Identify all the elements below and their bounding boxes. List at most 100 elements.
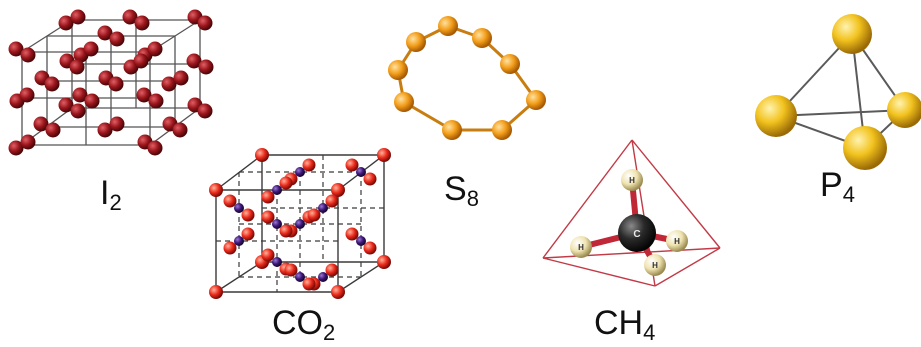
iodine-atom bbox=[83, 41, 99, 57]
sulfur-atom bbox=[406, 32, 426, 52]
carbon-dioxide-crystal-lattice bbox=[209, 148, 391, 299]
iodine-atom bbox=[136, 87, 152, 103]
iodine-atom bbox=[58, 15, 74, 31]
oxygen-atom bbox=[209, 183, 223, 197]
iodine-atom bbox=[44, 76, 60, 92]
carbon-label: C bbox=[633, 229, 640, 240]
iodine-atom bbox=[161, 76, 177, 92]
sulfur-atom bbox=[500, 54, 520, 74]
hydrogen-atom bbox=[666, 230, 688, 252]
oxygen-atom bbox=[377, 255, 391, 269]
methane-tetrahedron: H H C H H bbox=[542, 139, 721, 287]
iodine-atom bbox=[8, 41, 24, 57]
iodine-atom bbox=[198, 59, 214, 75]
oxygen-atom bbox=[363, 241, 377, 255]
sulfur-atom bbox=[394, 92, 414, 112]
iodine-atom bbox=[109, 31, 125, 47]
carbon-atom bbox=[295, 219, 305, 229]
oxygen-atom bbox=[223, 194, 237, 208]
oxygen-atom bbox=[241, 227, 255, 241]
oxygen-atom bbox=[255, 148, 269, 162]
sulfur-formula: S8 bbox=[444, 170, 479, 211]
carbon-atom bbox=[234, 203, 244, 213]
oxygen-atom bbox=[325, 194, 339, 208]
iodine-atom bbox=[45, 122, 61, 138]
carbon-atom bbox=[356, 167, 366, 177]
oxygen-atom bbox=[331, 285, 345, 299]
iodine-atom bbox=[173, 70, 189, 86]
oxygen-atom bbox=[331, 183, 345, 197]
iodine-atom bbox=[147, 41, 163, 57]
oxygen-atom bbox=[377, 148, 391, 162]
hydrogen-label: H bbox=[578, 243, 584, 252]
oxygen-atom bbox=[241, 208, 255, 222]
iodine-atom bbox=[70, 103, 86, 119]
sulfur-atom bbox=[472, 28, 492, 48]
phosphorus-formula: P4 bbox=[820, 166, 855, 207]
oxygen-atom bbox=[209, 285, 223, 299]
carbon-atom bbox=[295, 167, 305, 177]
sulfur-s8-ring bbox=[388, 16, 546, 140]
oxygen-atom bbox=[325, 263, 339, 277]
oxygen-atom bbox=[284, 263, 298, 277]
oxygen-atom bbox=[307, 208, 321, 222]
oxygen-atom bbox=[345, 227, 359, 241]
hydrogen-label: H bbox=[674, 237, 680, 246]
carbon-atom bbox=[618, 214, 656, 252]
oxygen-atom bbox=[261, 190, 275, 204]
iodine-atom bbox=[20, 47, 36, 63]
iodine-atom bbox=[8, 140, 24, 156]
iodine-crystal-lattice bbox=[8, 9, 214, 156]
carbon-atom bbox=[318, 203, 328, 213]
iodine-atom bbox=[69, 59, 85, 75]
iodine-atom bbox=[172, 122, 188, 138]
carbon-atom bbox=[295, 272, 305, 282]
oxygen-atom bbox=[279, 176, 293, 190]
iodine-atom bbox=[70, 9, 86, 25]
oxygen-atom bbox=[363, 172, 377, 186]
phosphorus-atom bbox=[755, 95, 797, 137]
hydrogen-atom bbox=[621, 169, 643, 191]
iodine-atom bbox=[108, 76, 124, 92]
sulfur-atom bbox=[492, 120, 512, 140]
carbon-atom bbox=[356, 236, 366, 246]
iodine-formula: I2 bbox=[100, 174, 122, 215]
methane-formula: CH4 bbox=[594, 304, 656, 345]
oxygen-atom bbox=[302, 277, 316, 291]
iodine-atom bbox=[186, 53, 202, 69]
oxygen-atom bbox=[279, 224, 293, 238]
iodine-atom bbox=[109, 116, 125, 132]
sulfur-atom bbox=[388, 60, 408, 80]
iodine-atom bbox=[97, 122, 113, 138]
iodine-atom bbox=[33, 116, 49, 132]
phosphorus-p4-tetrahedron bbox=[755, 14, 921, 170]
sulfur-atom bbox=[442, 120, 462, 140]
carbon-dioxide-formula: CO2 bbox=[272, 304, 336, 345]
oxygen-atom bbox=[261, 248, 275, 262]
iodine-atom bbox=[197, 103, 213, 119]
carbon-atom bbox=[234, 236, 244, 246]
iodine-atom bbox=[133, 53, 149, 69]
iodine-atom bbox=[20, 134, 36, 150]
hydrogen-label: H bbox=[652, 261, 658, 270]
carbon-atom bbox=[272, 257, 282, 267]
iodine-atom bbox=[84, 93, 100, 109]
sulfur-atom bbox=[526, 90, 546, 110]
oxygen-atom bbox=[302, 158, 316, 172]
iodine-atom bbox=[72, 87, 88, 103]
iodine-atom bbox=[134, 15, 150, 31]
oxygen-atom bbox=[223, 241, 237, 255]
hydrogen-label: H bbox=[629, 176, 635, 185]
iodine-atom bbox=[122, 9, 138, 25]
phosphorus-atom bbox=[832, 14, 872, 54]
phosphorus-atom bbox=[843, 126, 887, 170]
iodine-atom bbox=[197, 15, 213, 31]
hydrogen-atom bbox=[644, 254, 666, 276]
oxygen-atom bbox=[345, 158, 359, 172]
phosphorus-atom bbox=[887, 92, 921, 128]
carbon-atom bbox=[272, 185, 282, 195]
iodine-atom bbox=[148, 93, 164, 109]
sulfur-atom bbox=[438, 16, 458, 36]
